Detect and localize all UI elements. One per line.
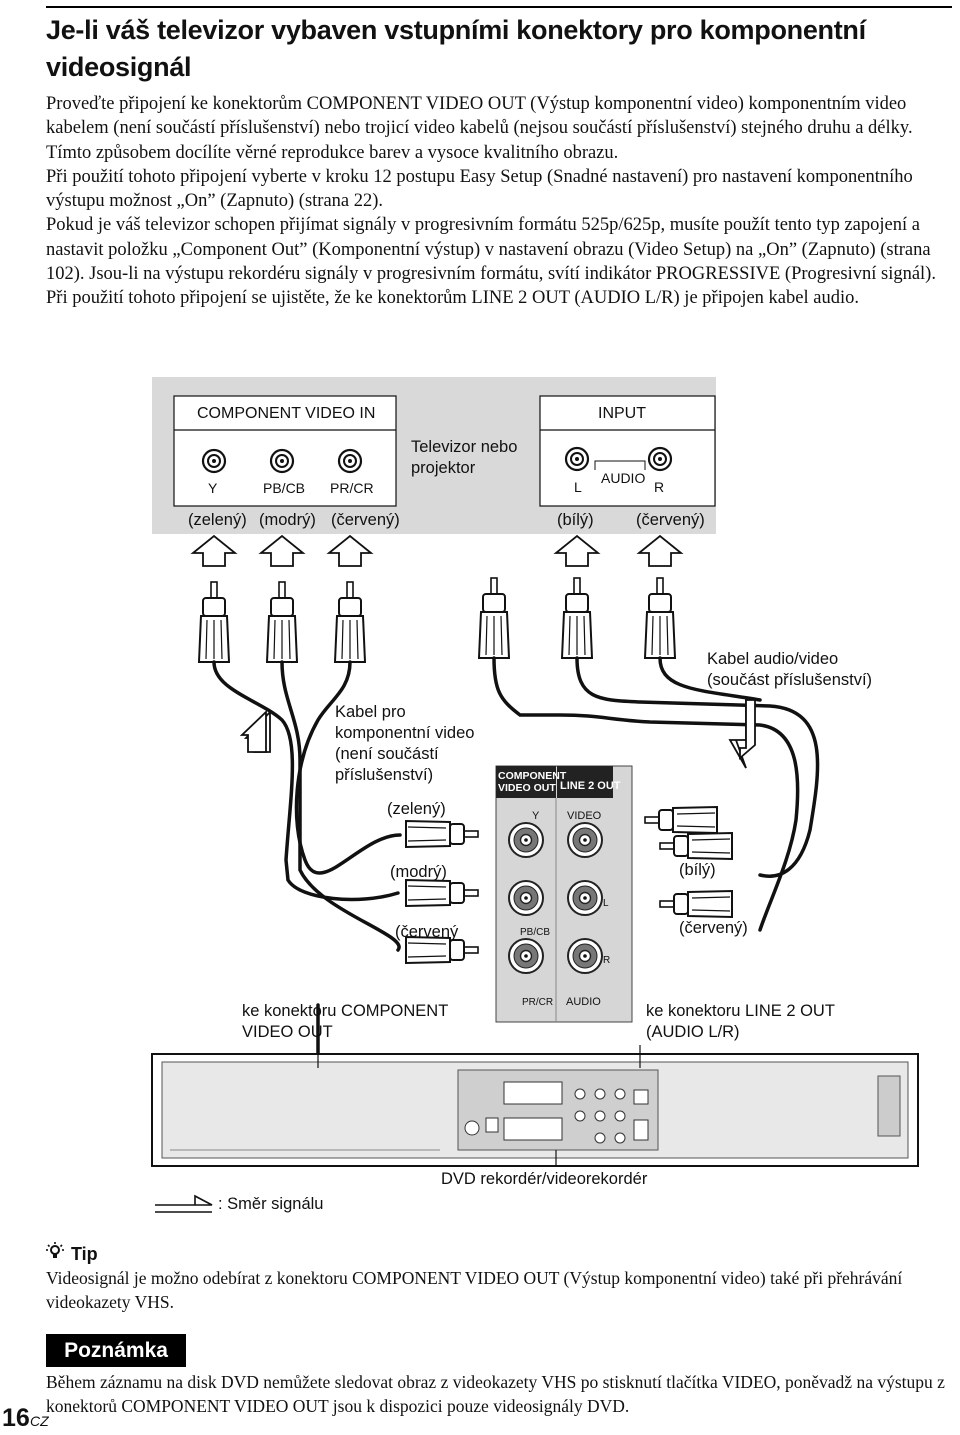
plug-yellow-rec xyxy=(644,806,718,834)
note-text: Během záznamu na disk DVD nemůžete sledo… xyxy=(46,1372,945,1416)
top-rule xyxy=(46,6,952,8)
page-suffix: CZ xyxy=(30,1413,49,1429)
av-cable-label: Kabel audio/video (součást příslušenství… xyxy=(707,649,872,691)
tv-audio-r-label: R xyxy=(654,479,665,495)
lightbulb-icon xyxy=(46,1242,66,1265)
tv-jack-pb xyxy=(269,448,295,474)
plug-yellow-tv xyxy=(478,577,510,659)
panel-pb-label: PB/CB xyxy=(520,927,551,938)
tv-input-title: INPUT xyxy=(598,405,646,422)
plug-red-audio-tv xyxy=(644,577,676,659)
panel-pr-label: PR/CR xyxy=(522,997,554,1008)
to-line2-line-1: ke konektoru LINE 2 OUT xyxy=(646,1002,835,1020)
component-cable-line-4: příslušenství) xyxy=(335,766,434,784)
panel-component-header-line-2: VIDEO OUT xyxy=(498,782,556,794)
tv-jack-pr xyxy=(337,448,363,474)
plug-green-tv xyxy=(198,581,230,663)
page-number: 16 xyxy=(2,1404,30,1432)
plug-red-tv xyxy=(334,581,366,663)
plug-white-tv xyxy=(561,577,593,659)
title-line-1: Je-li váš televizor vybaven vstupními ko… xyxy=(46,15,866,45)
tv-jack-pb-label: PB/CB xyxy=(263,480,306,496)
to-component-line-2: VIDEO OUT xyxy=(242,1023,333,1041)
plug-red-label: (červený xyxy=(395,923,459,941)
panel-audio-label: AUDIO xyxy=(566,996,601,1008)
av-cable-line-1: Kabel audio/video xyxy=(707,650,839,668)
tv-jack-audio-r xyxy=(647,446,673,472)
rec-jack-y xyxy=(508,822,544,858)
component-cable-label: Kabel pro komponentní video (není součás… xyxy=(335,702,474,786)
tv-color-green: (zelený) xyxy=(188,511,247,529)
tip-title: Tip xyxy=(71,1244,98,1264)
rec-jack-pr xyxy=(508,938,544,974)
plug-green-rec xyxy=(405,820,479,848)
panel-video-label: VIDEO xyxy=(567,810,602,822)
rec-jack-video xyxy=(567,822,603,858)
tv-label-line-2: projektor xyxy=(411,459,476,477)
paragraph-3: Pokud je váš televizor schopen přijímat … xyxy=(46,215,936,309)
tip-text: Videosignál je možno odebírat z konektor… xyxy=(46,1268,903,1312)
intro-text: Proveďte připojení ke konektorům COMPONE… xyxy=(46,92,956,311)
connection-diagram xyxy=(151,377,919,1213)
panel-r-label: R xyxy=(603,955,611,966)
recorder-label: DVD rekordér/videorekordér xyxy=(441,1170,648,1188)
to-line2-label: ke konektoru LINE 2 OUT (AUDIO L/R) xyxy=(646,1001,835,1043)
tv-color-red: (červený) xyxy=(331,511,400,529)
component-cable-line-1: Kabel pro xyxy=(335,703,406,721)
paragraph-2: Při použití tohoto připojení vyberte v k… xyxy=(46,166,913,212)
rec-jack-pb xyxy=(508,880,544,916)
cables xyxy=(212,656,820,1082)
component-cable-line-3: (není součástí xyxy=(335,745,439,763)
title-line-2: videosignál xyxy=(46,52,192,82)
tv-jack-audio-l xyxy=(564,446,590,472)
panel-y-label: Y xyxy=(532,810,540,822)
component-cable-line-2: komponentní video xyxy=(335,724,475,742)
tv-label-line-1: Televizor nebo xyxy=(411,438,518,456)
panel-component-header: COMPONENT VIDEO OUT xyxy=(498,770,566,794)
tv-label: Televizor nebo projektor xyxy=(411,437,517,479)
rec-jack-l xyxy=(567,880,603,916)
to-line2-line-2: (AUDIO L/R) xyxy=(646,1023,740,1041)
av-cable-line-2: (součást příslušenství) xyxy=(707,671,873,689)
plug-white-label: (bílý) xyxy=(679,861,716,879)
plug-green-label: (zelený) xyxy=(387,800,446,818)
plug-red-2-label: (červený) xyxy=(679,919,748,937)
signal-direction-icon xyxy=(155,1194,213,1213)
tv-jack-y xyxy=(201,448,227,474)
note-badge: Poznámka xyxy=(46,1334,186,1367)
tv-audio-l-label: L xyxy=(574,479,582,495)
tv-color-red-2: (červený) xyxy=(636,511,705,529)
tv-jack-pr-label: PR/CR xyxy=(330,480,374,496)
tv-color-blue: (modrý) xyxy=(259,511,316,529)
tip-heading: Tip xyxy=(46,1242,98,1265)
plug-red-audio-rec xyxy=(659,890,733,918)
plug-blue-label: (modrý) xyxy=(390,863,447,881)
panel-component-header-line-1: COMPONENT xyxy=(498,770,567,782)
plug-white-rec xyxy=(659,832,733,860)
plug-blue-rec xyxy=(405,879,479,907)
paragraph-1: Proveďte připojení ke konektorům COMPONE… xyxy=(46,94,913,163)
panel-l-label: L xyxy=(603,898,609,909)
signal-direction-label: : Směr signálu xyxy=(218,1195,324,1213)
tv-component-in-title: COMPONENT VIDEO IN xyxy=(197,405,376,422)
tv-audio-label: AUDIO xyxy=(601,470,646,486)
panel-line2-header: LINE 2 OUT xyxy=(560,780,621,792)
to-component-line-1: ke konektoru COMPONENT xyxy=(242,1002,449,1020)
tv-color-white: (bílý) xyxy=(557,511,594,529)
signal-arrows-cables xyxy=(243,699,755,769)
recorder-unit xyxy=(151,1053,919,1167)
page-title: Je-li váš televizor vybaven vstupními ko… xyxy=(46,12,936,86)
tv-jack-y-label: Y xyxy=(208,480,218,496)
to-component-label: ke konektoru COMPONENT VIDEO OUT xyxy=(242,1001,448,1043)
rec-jack-r xyxy=(567,938,603,974)
signal-arrows-tv xyxy=(190,534,684,567)
plug-blue-tv xyxy=(266,581,298,663)
